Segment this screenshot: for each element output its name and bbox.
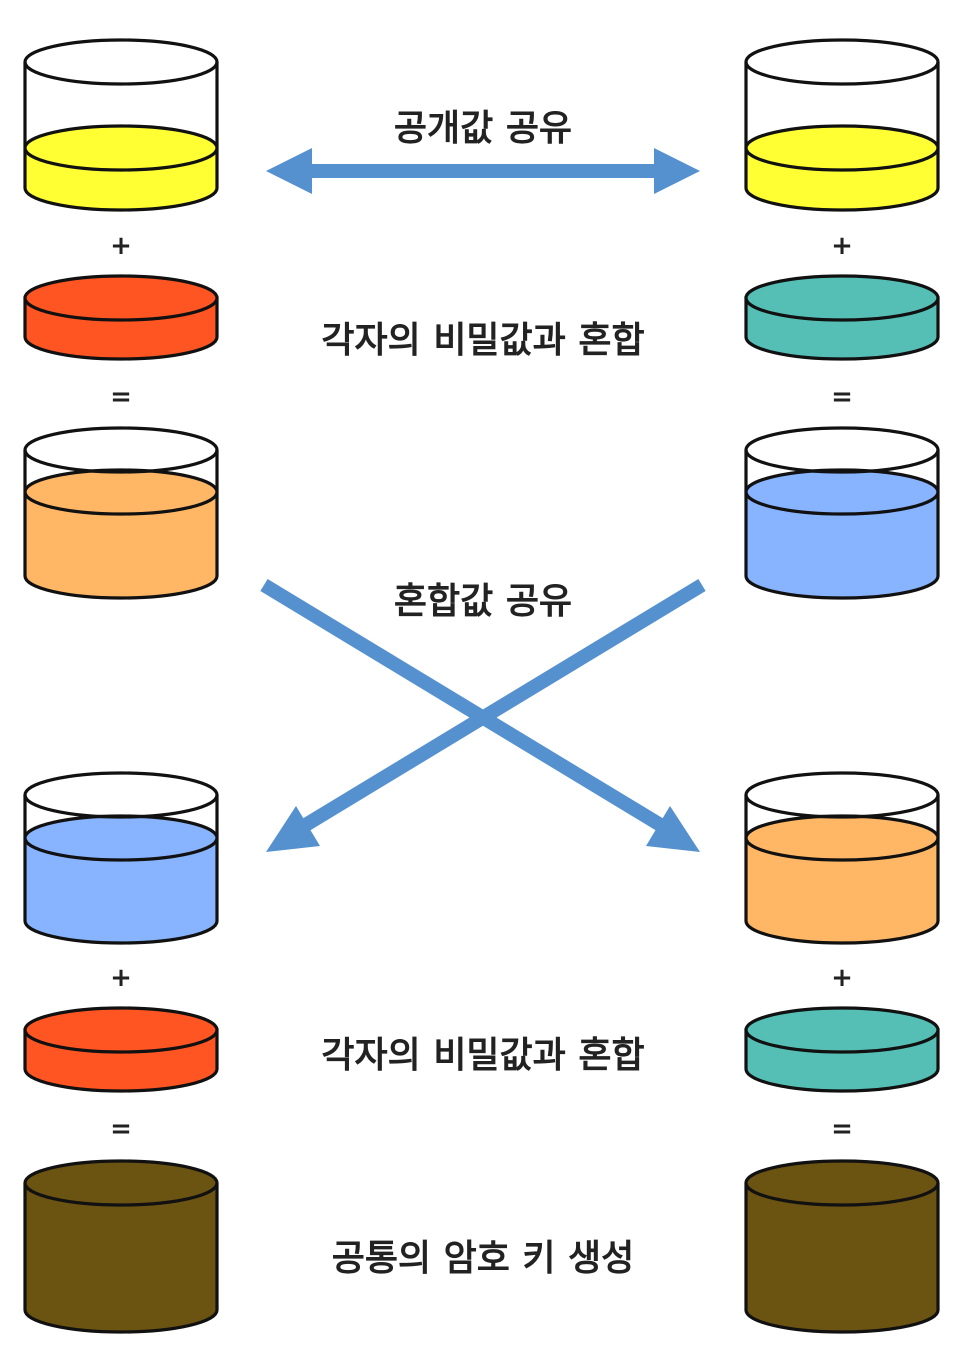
- cross-share-arrows: [260, 579, 706, 852]
- secret-paint-disc-right: [744, 274, 940, 361]
- equals-sign-left-1: =: [110, 382, 132, 412]
- secret-paint-disc-right-2: [744, 1006, 940, 1093]
- mixed-share-label: 혼합값 공유: [394, 581, 572, 622]
- equals-sign-right-2: =: [831, 1114, 853, 1144]
- shared-key-label: 공통의 암호 키 생성: [332, 1238, 635, 1279]
- mixed-paint-beaker-left: [23, 426, 219, 600]
- shared-key-beaker-right: [744, 1159, 940, 1334]
- share-public-arrow: [266, 148, 700, 194]
- mixed-paint-beaker-right: [744, 426, 940, 600]
- public-paint-beaker-right: [744, 38, 940, 212]
- plus-sign-left-1: +: [110, 231, 132, 261]
- public-paint-beaker-left: [23, 38, 219, 212]
- public-share-label: 공개값 공유: [394, 108, 572, 149]
- equals-sign-left-2: =: [110, 1114, 132, 1144]
- secret-paint-disc-left: [23, 274, 219, 361]
- operators: + + = = + + = =: [110, 231, 853, 1144]
- plus-sign-right-2: +: [831, 963, 853, 993]
- received-paint-beaker-right: [744, 771, 940, 945]
- plus-sign-right-1: +: [831, 231, 853, 261]
- plus-sign-left-2: +: [110, 963, 132, 993]
- received-paint-beaker-left: [23, 771, 219, 945]
- shared-key-beaker-left: [23, 1159, 219, 1334]
- equals-sign-right-1: =: [831, 382, 853, 412]
- mix-secret-label-1: 각자의 비밀값과 혼합: [321, 320, 644, 361]
- secret-paint-disc-left-2: [23, 1006, 219, 1093]
- mix-secret-label-2: 각자의 비밀값과 혼합: [321, 1035, 644, 1076]
